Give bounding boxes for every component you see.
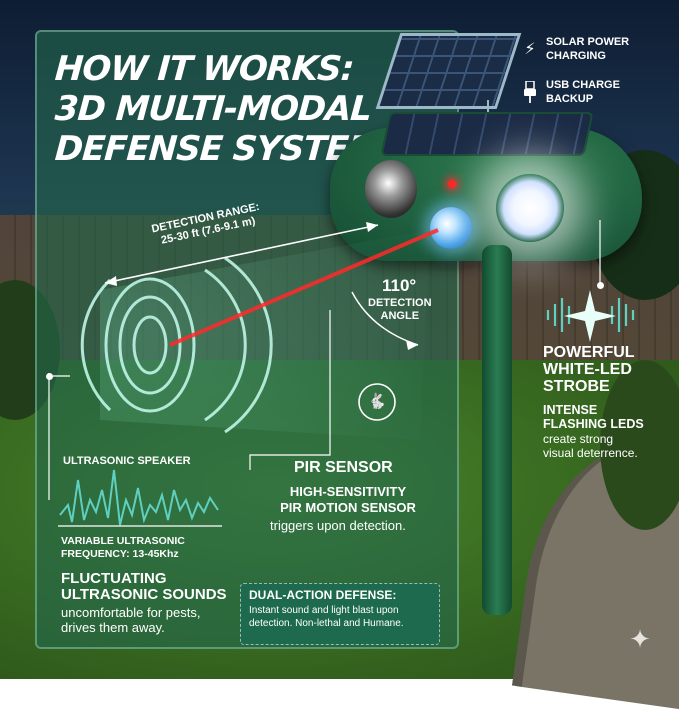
diagram-overlay [59,220,635,526]
strobe-title: POWERFUL WHITE-LED STROBE [543,344,635,395]
strobe-desc-1: create strong [543,432,614,446]
angle-value: 110° [382,276,417,295]
pir-description: triggers upon detection. [270,518,406,533]
ultrasonic-speaker-label: ULTRASONIC SPEAKER [63,455,191,467]
callout-dot [46,373,53,380]
frequency-waveform [59,469,219,526]
strobe-star [564,290,616,342]
callout-dot [597,282,604,289]
solar-line-2: CHARGING [546,50,606,62]
rabbit-icon: 🐇 [367,392,387,410]
white-led-strobe [496,174,564,242]
frequency-label: VARIABLE ULTRASONIC FREQUENCY: 13-45Khz [61,535,185,561]
usb-plug-icon [520,80,540,104]
lightning-icon: ⚡ [524,38,536,58]
fluct-line-2: ULTRASONIC SOUNDS [61,586,227,603]
dual-description: Instant sound and light blast upon detec… [249,604,431,630]
usb-line-2: BACKUP [546,93,594,105]
laser-beam [169,228,439,347]
dual-desc-1: Instant sound and light blast upon [249,605,399,616]
solar-line-1: SOLAR POWER [546,36,630,48]
dual-action-box: DUAL-ACTION DEFENSE: Instant sound and l… [240,583,440,645]
ground-stake [482,245,512,615]
angle-line-1: DETECTION [368,297,432,309]
strobe-line-2: WHITE-LED [543,361,632,378]
rabbit-icon-ring [358,383,396,421]
dual-title: DUAL-ACTION DEFENSE: [249,588,397,602]
solar-mount [487,100,489,122]
indicator-led [448,180,456,188]
solar-label: SOLAR POWER CHARGING [546,35,629,63]
flower-bush-right [600,360,679,530]
strobe-subtitle: INTENSE FLASHING LEDS [543,403,644,431]
angle-label: DETECTION ANGLE [368,297,432,323]
fluctuating-title: FLUCTUATING ULTRASONIC SOUNDS [61,571,227,603]
pir-title: PIR SENSOR [294,459,393,476]
strobe-desc-2: visual deterrence. [543,446,638,460]
usb-label: USB CHARGE BACKUP [546,78,620,106]
freq-line-1: VARIABLE ULTRASONIC [61,535,185,547]
angle-line-2: ANGLE [380,310,420,322]
fluctuating-description: uncomfortable for pests, drives them awa… [61,605,200,635]
pir-subtitle: HIGH-SENSITIVITY PIR MOTION SENSOR [268,484,428,516]
strobe-sub-2: FLASHING LEDS [543,417,644,431]
fluct-desc-2: drives them away. [61,620,165,635]
range-arrow [104,224,379,284]
dual-desc-2: detection. Non-lethal and Humane. [249,618,404,629]
pir-sub-2: PIR MOTION SENSOR [280,500,416,515]
freq-line-2: FREQUENCY: 13-45Khz [61,548,179,560]
pir-sub-1: HIGH-SENSITIVITY [289,484,407,499]
ultrasonic-speaker-grille [365,160,417,218]
strobe-description: create strong visual deterrence. [543,432,638,460]
sparkle-icon: ✦ [629,625,651,655]
pir-sensor-lens [430,207,472,249]
strobe-line-1: POWERFUL [543,344,635,361]
strobe-line-3: STROBE [543,378,610,395]
sound-waves [80,256,273,434]
strobe-sub-1: INTENSE [543,403,598,417]
fluct-line-1: FLUCTUATING [61,570,167,587]
strobe-waves-icon [546,298,635,332]
usb-line-1: USB CHARGE [546,79,620,91]
fluct-desc-1: uncomfortable for pests, [61,605,201,620]
